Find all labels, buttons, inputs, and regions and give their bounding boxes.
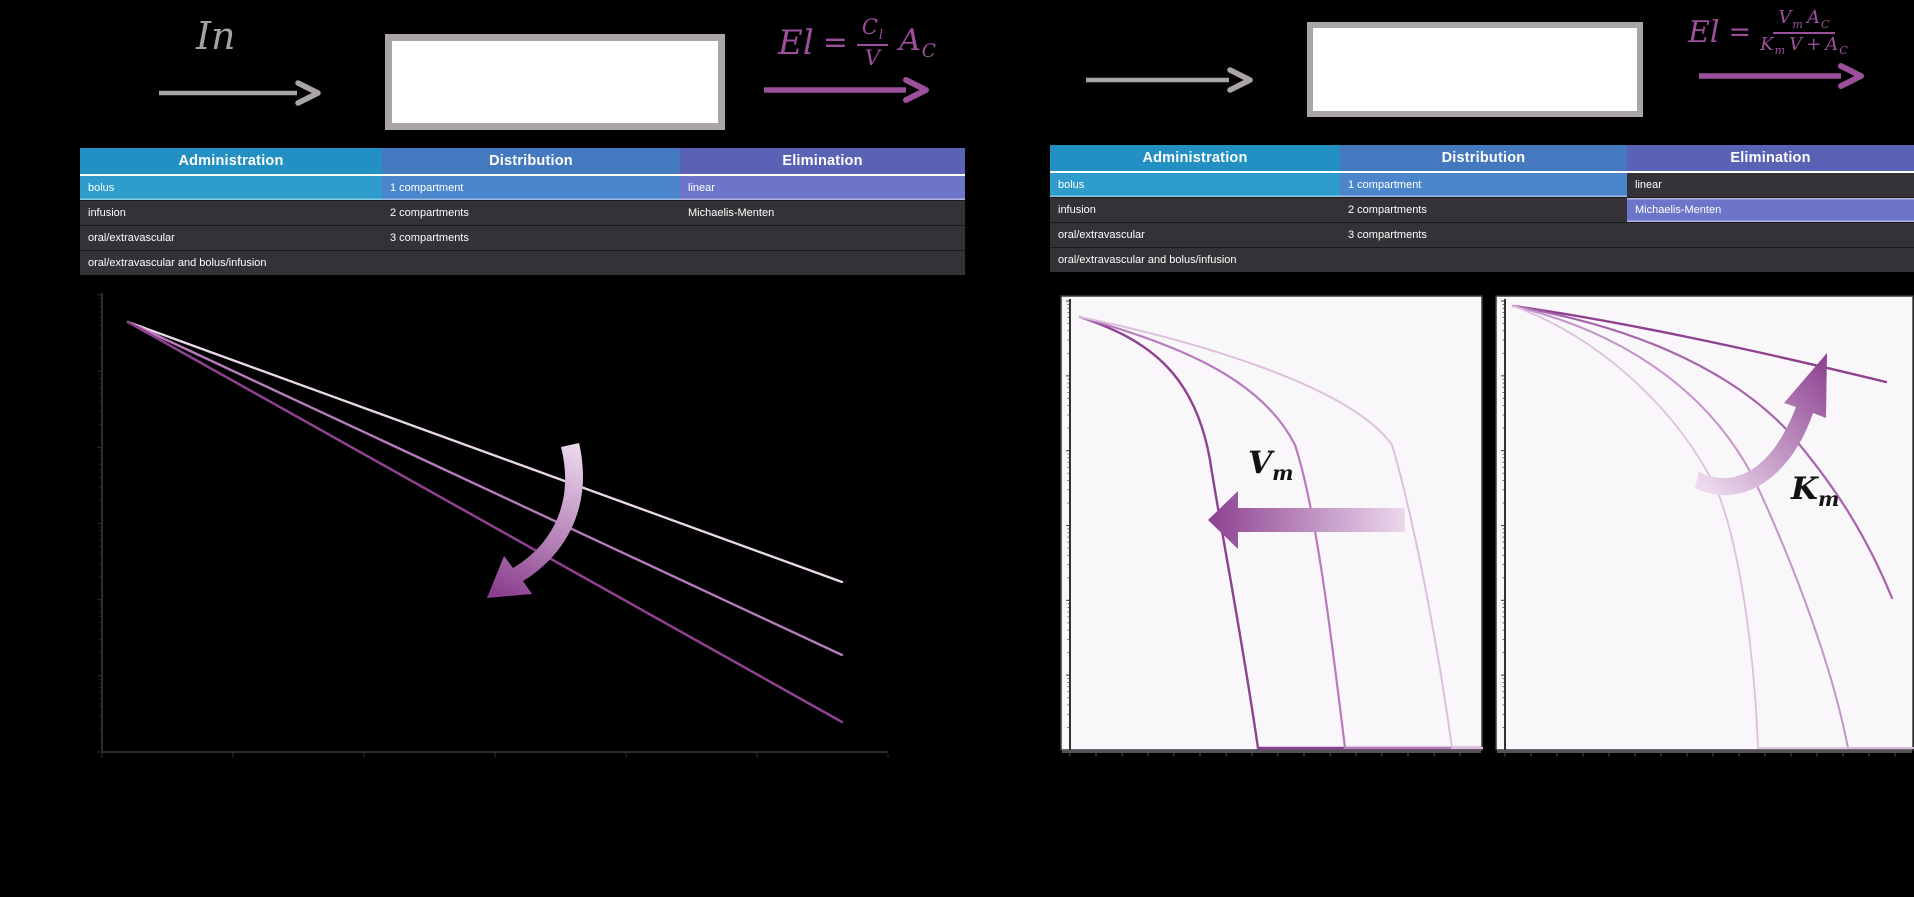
column-header-distribution: Distribution: [382, 148, 680, 176]
option-3-compartments: 3 compartments: [1340, 222, 1627, 247]
elimination-arrow-icon-left: [764, 77, 929, 103]
input-arrow-icon-right: [1086, 67, 1253, 93]
formula-factor: AC: [899, 23, 936, 63]
option-2-compartments: 2 compartments: [382, 200, 680, 225]
km-effect-plot: Km: [1495, 295, 1914, 758]
km-label: Km: [1791, 471, 1840, 512]
central-compartment-box-left: [385, 34, 725, 130]
empty-cell: [1627, 222, 1914, 247]
option-infusion: infusion: [80, 200, 382, 225]
option-1-compartment: 1 compartment: [1340, 173, 1627, 197]
formula-lhs: El: [778, 22, 814, 63]
column-header-elimination: Elimination: [1627, 145, 1914, 173]
vmax-effect-plot: Vm: [1060, 295, 1485, 758]
axes-and-lines: [97, 293, 889, 758]
clearance-effect-plot: [90, 287, 890, 761]
column-header-elimination: Elimination: [680, 148, 965, 176]
clearance-plot-svg: [97, 293, 889, 758]
axes-and-curves: [1495, 295, 1914, 757]
option-oral-extravascular: oral/extravascular: [80, 225, 382, 250]
option-oral-extravascular-and-bolus-infusion: oral/extravascular and bolus/infusion: [1050, 247, 1340, 272]
input-arrow-icon: [159, 80, 321, 106]
axes-and-curves: [1060, 295, 1485, 757]
option-linear: linear: [1627, 173, 1914, 197]
central-compartment-box-right: [1307, 22, 1643, 117]
option-michaelis-menten: Michaelis-Menten: [1627, 197, 1914, 222]
elimination-arrow-icon-right: [1699, 63, 1864, 89]
empty-cell: [680, 250, 965, 275]
elimination-formula-linear: El = Cl V AC: [778, 16, 936, 70]
option-bolus: bolus: [1050, 173, 1340, 197]
option-michaelis-menten: Michaelis-Menten: [680, 200, 965, 225]
option-1-compartment: 1 compartment: [382, 176, 680, 200]
column-header-administration: Administration: [1050, 145, 1340, 173]
option-bolus: bolus: [80, 176, 382, 200]
option-oral-extravascular-and-bolus-infusion: oral/extravascular and bolus/infusion: [80, 250, 382, 275]
empty-cell: [1340, 247, 1627, 272]
formula-lhs: El: [1688, 15, 1720, 51]
increasing-km-arrow: [1695, 353, 1827, 496]
option-infusion: infusion: [1050, 197, 1340, 222]
column-header-administration: Administration: [80, 148, 382, 176]
vmax-plot-svg: [1060, 295, 1485, 757]
empty-cell: [1627, 247, 1914, 272]
formula-equals: =: [822, 25, 848, 61]
km-plot-svg: [1495, 295, 1914, 757]
formula-equals: =: [1728, 17, 1752, 49]
option-oral-extravascular: oral/extravascular: [1050, 222, 1340, 247]
increasing-vmax-arrow: [1208, 491, 1405, 549]
formula-fraction: Cl V: [856, 16, 889, 70]
option-2-compartments: 2 compartments: [1340, 197, 1627, 222]
empty-cell: [382, 250, 680, 275]
option-3-compartments: 3 compartments: [382, 225, 680, 250]
increasing-clearance-arrow: [487, 443, 583, 598]
column-header-distribution: Distribution: [1340, 145, 1627, 173]
empty-cell: [680, 225, 965, 250]
vmax-label: Vm: [1248, 445, 1294, 486]
input-label: In: [196, 14, 236, 58]
option-linear: linear: [680, 176, 965, 200]
